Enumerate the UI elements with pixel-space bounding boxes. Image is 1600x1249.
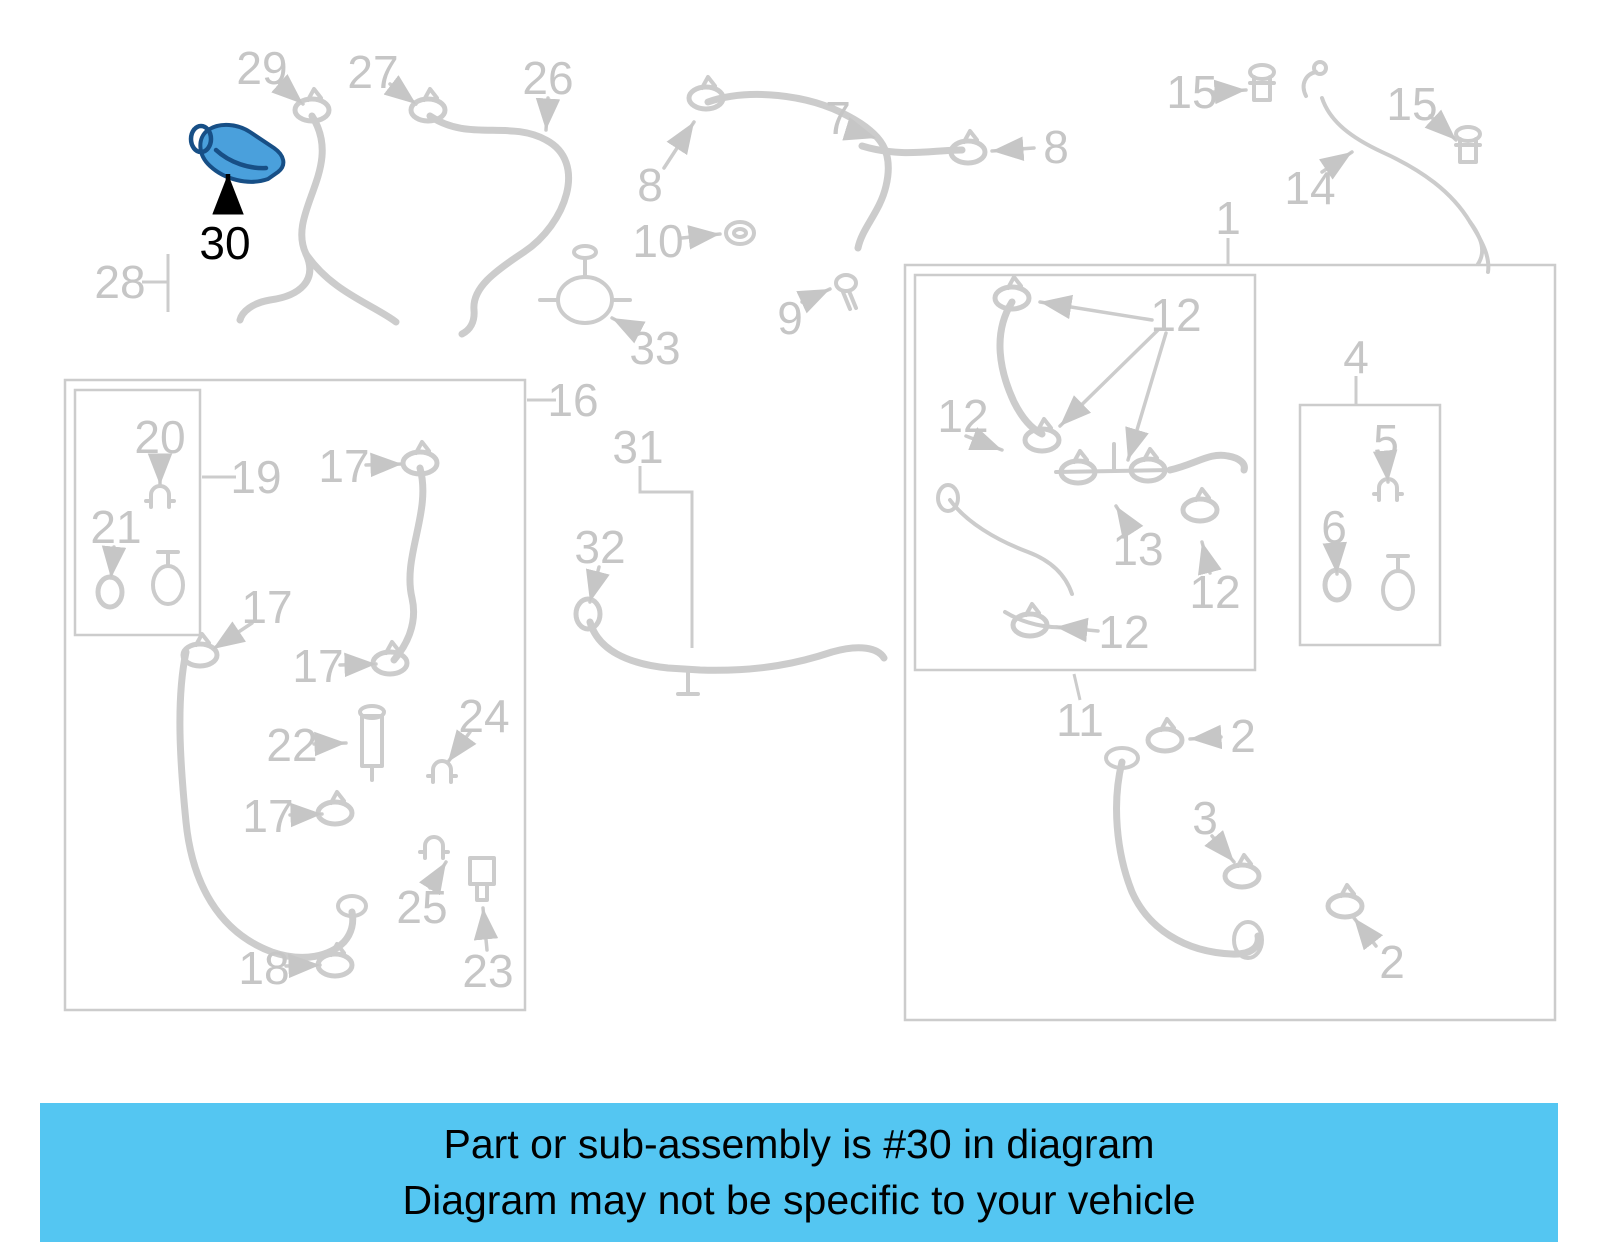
part-label: 9 [777, 292, 803, 344]
part-label: 1 [1215, 192, 1241, 244]
part-label: 17 [241, 581, 293, 633]
highlighted-part-label: 30 [199, 217, 251, 269]
part-label: 5 [1373, 415, 1399, 467]
part-label: 15 [1166, 66, 1218, 118]
group-hose-artwork [98, 60, 1491, 976]
part-label: 24 [458, 690, 510, 742]
part-label: 33 [629, 322, 681, 374]
part-label: 16 [547, 374, 599, 426]
part-label: 17 [318, 440, 370, 492]
part-label: 20 [134, 411, 186, 463]
part-label: 29 [236, 42, 288, 94]
part-label: 12 [937, 390, 989, 442]
part-label: 17 [292, 640, 344, 692]
part-label: 11 [1056, 694, 1104, 746]
parts-diagram-artwork [63, 60, 1557, 1022]
group-callout-arrows [101, 73, 1458, 979]
part-label: 23 [462, 945, 514, 997]
part-label: 4 [1343, 331, 1369, 383]
part-label: 2 [1379, 936, 1405, 988]
part-label: 2 [1230, 710, 1256, 762]
banner-line-2: Diagram may not be specific to your vehi… [402, 1176, 1196, 1223]
part-label: 14 [1284, 162, 1336, 214]
highlighted-part-30 [188, 123, 286, 215]
part-label: 19 [230, 451, 282, 503]
part-label: 22 [266, 719, 318, 771]
part-label: 25 [396, 881, 448, 933]
part-label: 27 [347, 46, 399, 98]
part-label: 17 [242, 790, 294, 842]
part-label: 31 [612, 421, 664, 473]
part-label: 10 [632, 215, 684, 267]
part-label: 3 [1192, 792, 1218, 844]
part-label: 7 [825, 92, 851, 144]
part-label: 26 [522, 52, 574, 104]
group-connector-lines [142, 238, 1358, 701]
part-label: 12 [1189, 566, 1241, 618]
group-boxes [63, 263, 1557, 1022]
part-label: 28 [94, 256, 146, 308]
part-label: 18 [238, 942, 290, 994]
part-label: 15 [1386, 78, 1438, 130]
part-label: 12 [1150, 289, 1202, 341]
info-banner: Part or sub-assembly is #30 in diagram D… [40, 1103, 1558, 1242]
part-label: 21 [90, 501, 142, 553]
part-label: 13 [1112, 523, 1164, 575]
part-label: 32 [574, 521, 626, 573]
part-label: 12 [1098, 606, 1150, 658]
banner-line-1: Part or sub-assembly is #30 in diagram [443, 1121, 1155, 1168]
part-label: 8 [637, 159, 663, 211]
part-label: 8 [1043, 121, 1069, 173]
part-label: 6 [1321, 501, 1347, 553]
